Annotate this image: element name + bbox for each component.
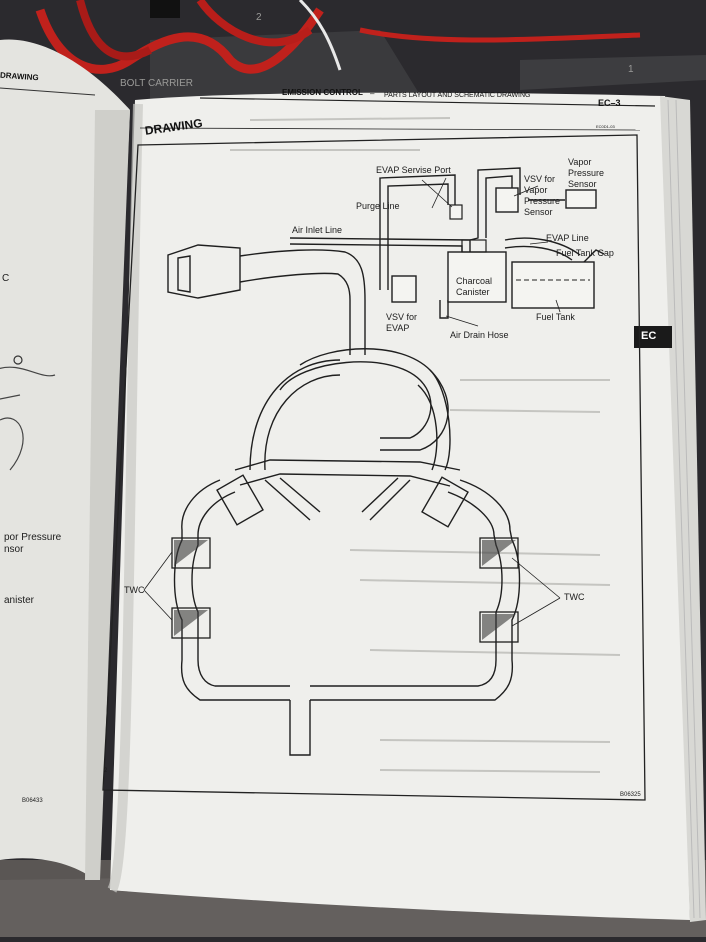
right-gutter-shadow bbox=[107, 103, 143, 893]
label-vapor-sensor-2: Pressure bbox=[568, 168, 605, 178]
left-label-canister: anister bbox=[4, 595, 35, 606]
frame-code: B06325 bbox=[620, 792, 641, 798]
twc-left-lower bbox=[171, 607, 211, 639]
left-gutter-shadow bbox=[85, 110, 130, 880]
ec-side-tab: EC bbox=[641, 330, 657, 342]
fuel-cap bbox=[583, 249, 605, 263]
evap-service-port bbox=[449, 204, 463, 220]
charcoal-canister bbox=[447, 251, 507, 303]
mat-stripe bbox=[520, 55, 706, 90]
twc-left-upper bbox=[171, 537, 211, 569]
page-stack-line-1 bbox=[667, 99, 695, 919]
label-charcoal-2: Canister bbox=[456, 287, 490, 297]
label-vsv-evap-2: EVAP bbox=[386, 323, 410, 333]
label-vsv-evap-1: VSV for bbox=[386, 312, 418, 322]
cable-clip bbox=[150, 0, 180, 18]
label-fuel-tank: Fuel Tank bbox=[536, 312, 575, 322]
label-vsv-vapor-3: Pressure bbox=[524, 196, 561, 206]
header-page-number: EC–3 bbox=[598, 98, 621, 108]
canister-valve bbox=[461, 239, 487, 253]
frame-num: 2 bbox=[104, 768, 108, 774]
header-rule bbox=[199, 97, 656, 107]
label-charcoal-1: Charcoal bbox=[456, 276, 493, 286]
label-vapor-sensor-1: Vapor bbox=[568, 157, 592, 167]
vsv-evap-box bbox=[391, 275, 417, 303]
air-filter bbox=[177, 255, 191, 293]
label-twc-left: TWC bbox=[124, 585, 145, 595]
twc-right-upper bbox=[479, 537, 519, 569]
label-fuel-tank-cap: Fuel Tank Cap bbox=[556, 248, 614, 258]
header-subtitle: PARTS LAYOUT AND SCHEMATIC DRAWING bbox=[384, 92, 531, 99]
label-vapor-sensor-3: Sensor bbox=[568, 179, 597, 189]
left-fitting bbox=[13, 355, 23, 365]
label-air-inlet-line: Air Inlet Line bbox=[292, 225, 343, 235]
mat-number-1: 1 bbox=[628, 64, 634, 75]
label-evap-service-port: EVAP Servise Port bbox=[376, 165, 451, 175]
left-footer-code: B06433 bbox=[22, 798, 43, 804]
red-cable-4 bbox=[359, 27, 641, 43]
bolt-carrier-text: BOLT CARRIER bbox=[120, 78, 193, 89]
drawing-title-rule bbox=[139, 127, 641, 131]
header-dash: – bbox=[370, 89, 375, 98]
label-vsv-vapor-4: Sensor bbox=[524, 207, 553, 217]
vsv-vapor-box bbox=[495, 187, 519, 213]
left-partial-drawing bbox=[0, 366, 56, 471]
air-cleaner bbox=[167, 244, 241, 299]
twc-hatching bbox=[174, 540, 516, 640]
label-air-drain-hose: Air Drain Hose bbox=[450, 330, 509, 340]
label-twc-right: TWC bbox=[564, 592, 585, 602]
leader-lines bbox=[143, 177, 561, 627]
fuel-tank bbox=[511, 261, 595, 309]
left-label-vapor-1: por Pressure bbox=[4, 532, 62, 543]
ec-side-tab-box bbox=[634, 326, 672, 348]
left-label-vapor-2: nsor bbox=[4, 544, 24, 555]
left-label-c: C bbox=[2, 273, 10, 284]
vapor-pressure-sensor-box bbox=[565, 189, 597, 209]
red-cable-2 bbox=[76, 0, 152, 61]
label-evap-line: EVAP Line bbox=[546, 233, 589, 243]
schematic-pipes bbox=[167, 167, 581, 756]
red-cable-3 bbox=[196, 0, 313, 47]
bleed-through-text bbox=[230, 117, 621, 773]
drawing-frame bbox=[102, 134, 646, 801]
mat-number-2: 2 bbox=[256, 12, 262, 23]
label-vsv-vapor-1: VSV for bbox=[524, 174, 556, 184]
twc-right-lower bbox=[479, 611, 519, 643]
left-header-rule bbox=[0, 87, 96, 96]
page-stack-line-2 bbox=[675, 99, 701, 919]
white-cable bbox=[298, 0, 342, 71]
header-small-code: EC0D1-03 bbox=[596, 124, 615, 129]
red-cable bbox=[35, 7, 324, 74]
label-vsv-vapor-2: Vapor bbox=[524, 185, 548, 195]
twc-converters bbox=[171, 537, 519, 643]
label-purge-line: Purge Line bbox=[356, 201, 400, 211]
header-section: EMISSION CONTROL bbox=[282, 88, 363, 97]
